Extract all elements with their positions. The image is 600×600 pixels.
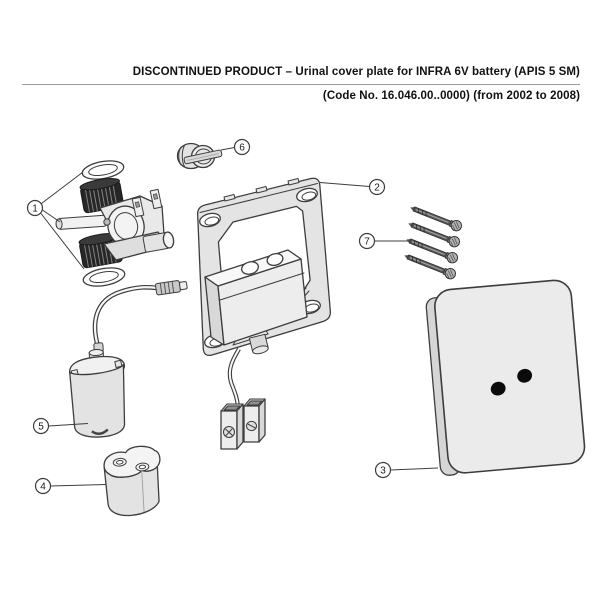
page-title: DISCONTINUED PRODUCT – Urinal cover plat… bbox=[132, 66, 580, 78]
ribbed-coupling-bottom bbox=[78, 233, 123, 269]
part-mounting-frame: 2 bbox=[197, 177, 386, 450]
o-ring-top bbox=[81, 160, 125, 180]
cable-connector bbox=[155, 280, 188, 296]
part-cover-plate: 3 bbox=[374, 279, 586, 479]
mounting-hole bbox=[199, 212, 221, 228]
part-battery: 4 bbox=[34, 445, 161, 517]
header-rule bbox=[22, 84, 580, 85]
sensor-window-right bbox=[517, 368, 533, 383]
power-cable bbox=[92, 280, 188, 353]
part-battery-holder: 5 bbox=[32, 280, 188, 438]
callout-3-number: 3 bbox=[380, 466, 386, 477]
valve-body bbox=[55, 188, 175, 261]
screw bbox=[406, 238, 459, 264]
part-fixing-screws: 7 bbox=[358, 206, 463, 280]
terminal-blocks bbox=[220, 398, 266, 450]
frame-bottom-stub bbox=[248, 333, 269, 355]
callout-4: 4 bbox=[34, 477, 107, 495]
part-valve-cap: 6 bbox=[176, 138, 251, 170]
spade-terminal-right bbox=[149, 188, 163, 210]
spade-terminal-left bbox=[131, 196, 145, 218]
callout-1-number: 1 bbox=[32, 204, 38, 215]
callout-6: 6 bbox=[220, 138, 251, 156]
callout-5: 5 bbox=[32, 417, 89, 435]
mounting-hole bbox=[296, 187, 318, 203]
callout-2: 2 bbox=[319, 178, 386, 196]
screw bbox=[404, 254, 457, 280]
callout-6-number: 6 bbox=[239, 143, 245, 154]
screw bbox=[410, 206, 463, 232]
page-subtitle: (Code No. 16.046.00..0000) (from 2002 to… bbox=[322, 90, 580, 102]
callout-7: 7 bbox=[358, 232, 409, 250]
sensor-module bbox=[204, 249, 308, 346]
callout-4-number: 4 bbox=[40, 482, 46, 493]
callout-1: 1 bbox=[26, 171, 85, 270]
callout-5-number: 5 bbox=[38, 422, 44, 433]
callout-7-number: 7 bbox=[364, 237, 370, 248]
sensor-window-left bbox=[490, 381, 506, 396]
part-solenoid-valve: 1 bbox=[26, 160, 175, 287]
o-ring-bottom bbox=[82, 267, 126, 287]
callout-2-number: 2 bbox=[374, 183, 380, 194]
screw bbox=[408, 222, 461, 248]
callout-3: 3 bbox=[374, 461, 439, 479]
sensor-wire bbox=[227, 347, 241, 407]
